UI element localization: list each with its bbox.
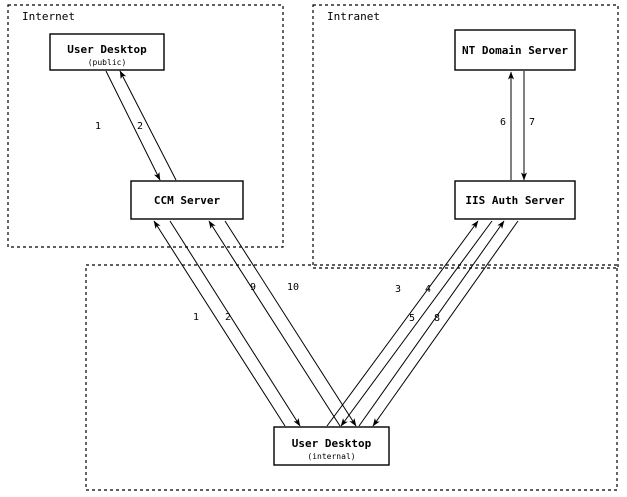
flow-step-label-flow-7: 7 [529, 117, 535, 128]
flow-step-label-flow-10: 10 [287, 282, 299, 293]
flow-step-label-flow-6: 6 [500, 117, 506, 128]
node-box-user-desktop-internal [273, 426, 390, 466]
node-user-desktop-public: User Desktop (public) [49, 33, 165, 71]
node-title-user-desktop-public: User Desktop [67, 43, 147, 56]
flow-arrow-flow-3 [326, 220, 479, 427]
message-flows: 1 2 1 2 9 10 3 4 5 8 6 7 [95, 70, 535, 427]
flow-step-label-flow-2-public: 2 [137, 121, 143, 132]
flow-flow-8: 8 [372, 220, 519, 427]
zone-internet: Internet [7, 4, 284, 248]
zone-label-intranet: Intranet [327, 10, 380, 23]
node-box-iis-auth-server [454, 180, 576, 220]
flow-step-label-flow-3: 3 [395, 284, 401, 295]
flow-flow-9: 9 [208, 220, 341, 427]
flow-arrow-flow-4 [340, 220, 493, 427]
trust-zones: Internet Intranet [7, 4, 619, 491]
node-subtitle-user-desktop-public: (public) [88, 58, 127, 67]
flow-step-label-flow-9: 9 [250, 282, 256, 293]
zone-boundary-internet [7, 4, 284, 248]
flow-arrow-flow-1-public [105, 70, 161, 181]
flow-step-label-flow-8: 8 [434, 313, 440, 324]
zone-intranet: Intranet [312, 4, 619, 269]
zone-boundary-internal-lan [85, 264, 618, 491]
diagram-nodes: User Desktop (public) CCM Server NT Domain … [49, 29, 576, 466]
node-box-user-desktop-public [49, 33, 165, 71]
node-nt-domain-server: NT Domain Server [454, 29, 576, 71]
flow-flow-1-internal: 1 [153, 220, 286, 427]
flow-step-label-flow-4: 4 [425, 284, 431, 295]
zone-boundary-intranet [312, 4, 619, 269]
node-title-iis-auth-server: IIS Auth Server [465, 194, 565, 207]
node-iis-auth-server: IIS Auth Server [454, 180, 576, 220]
flow-flow-5: 5 [358, 220, 505, 427]
flow-step-label-flow-1-public: 1 [95, 121, 101, 132]
flow-arrow-flow-2-internal [169, 220, 301, 427]
flow-step-label-flow-1-internal: 1 [193, 312, 199, 323]
flow-arrow-flow-8 [372, 220, 519, 427]
flow-step-label-flow-2-internal: 2 [225, 312, 231, 323]
node-title-nt-domain-server: NT Domain Server [462, 44, 568, 57]
flow-flow-10: 10 [224, 220, 357, 427]
flow-flow-2-internal: 2 [169, 220, 301, 427]
flow-flow-2-public: 2 [119, 70, 177, 181]
flow-arrow-flow-2-public [119, 70, 177, 181]
flow-flow-7: 7 [521, 71, 535, 181]
flow-flow-6: 6 [500, 71, 514, 180]
flow-arrow-flow-1-internal [153, 220, 286, 427]
node-title-user-desktop-internal: User Desktop [292, 437, 372, 450]
flow-flow-1-public: 1 [95, 70, 161, 181]
zone-label-internet: Internet [22, 10, 75, 23]
flow-flow-3: 3 [326, 220, 479, 427]
flow-arrow-flow-5 [358, 220, 505, 427]
flow-arrow-flow-9 [208, 220, 341, 427]
flow-step-label-flow-5: 5 [409, 313, 415, 324]
node-user-desktop-internal: User Desktop (internal) [273, 426, 390, 466]
flow-arrow-flow-10 [224, 220, 357, 427]
zone-internal-lan [85, 264, 618, 491]
node-subtitle-user-desktop-internal: (internal) [307, 452, 355, 461]
node-title-ccm-server: CCM Server [154, 194, 221, 207]
node-box-nt-domain-server [454, 29, 576, 71]
node-box-ccm-server [130, 180, 244, 220]
flow-flow-4: 4 [340, 220, 493, 427]
node-ccm-server: CCM Server [130, 180, 244, 220]
